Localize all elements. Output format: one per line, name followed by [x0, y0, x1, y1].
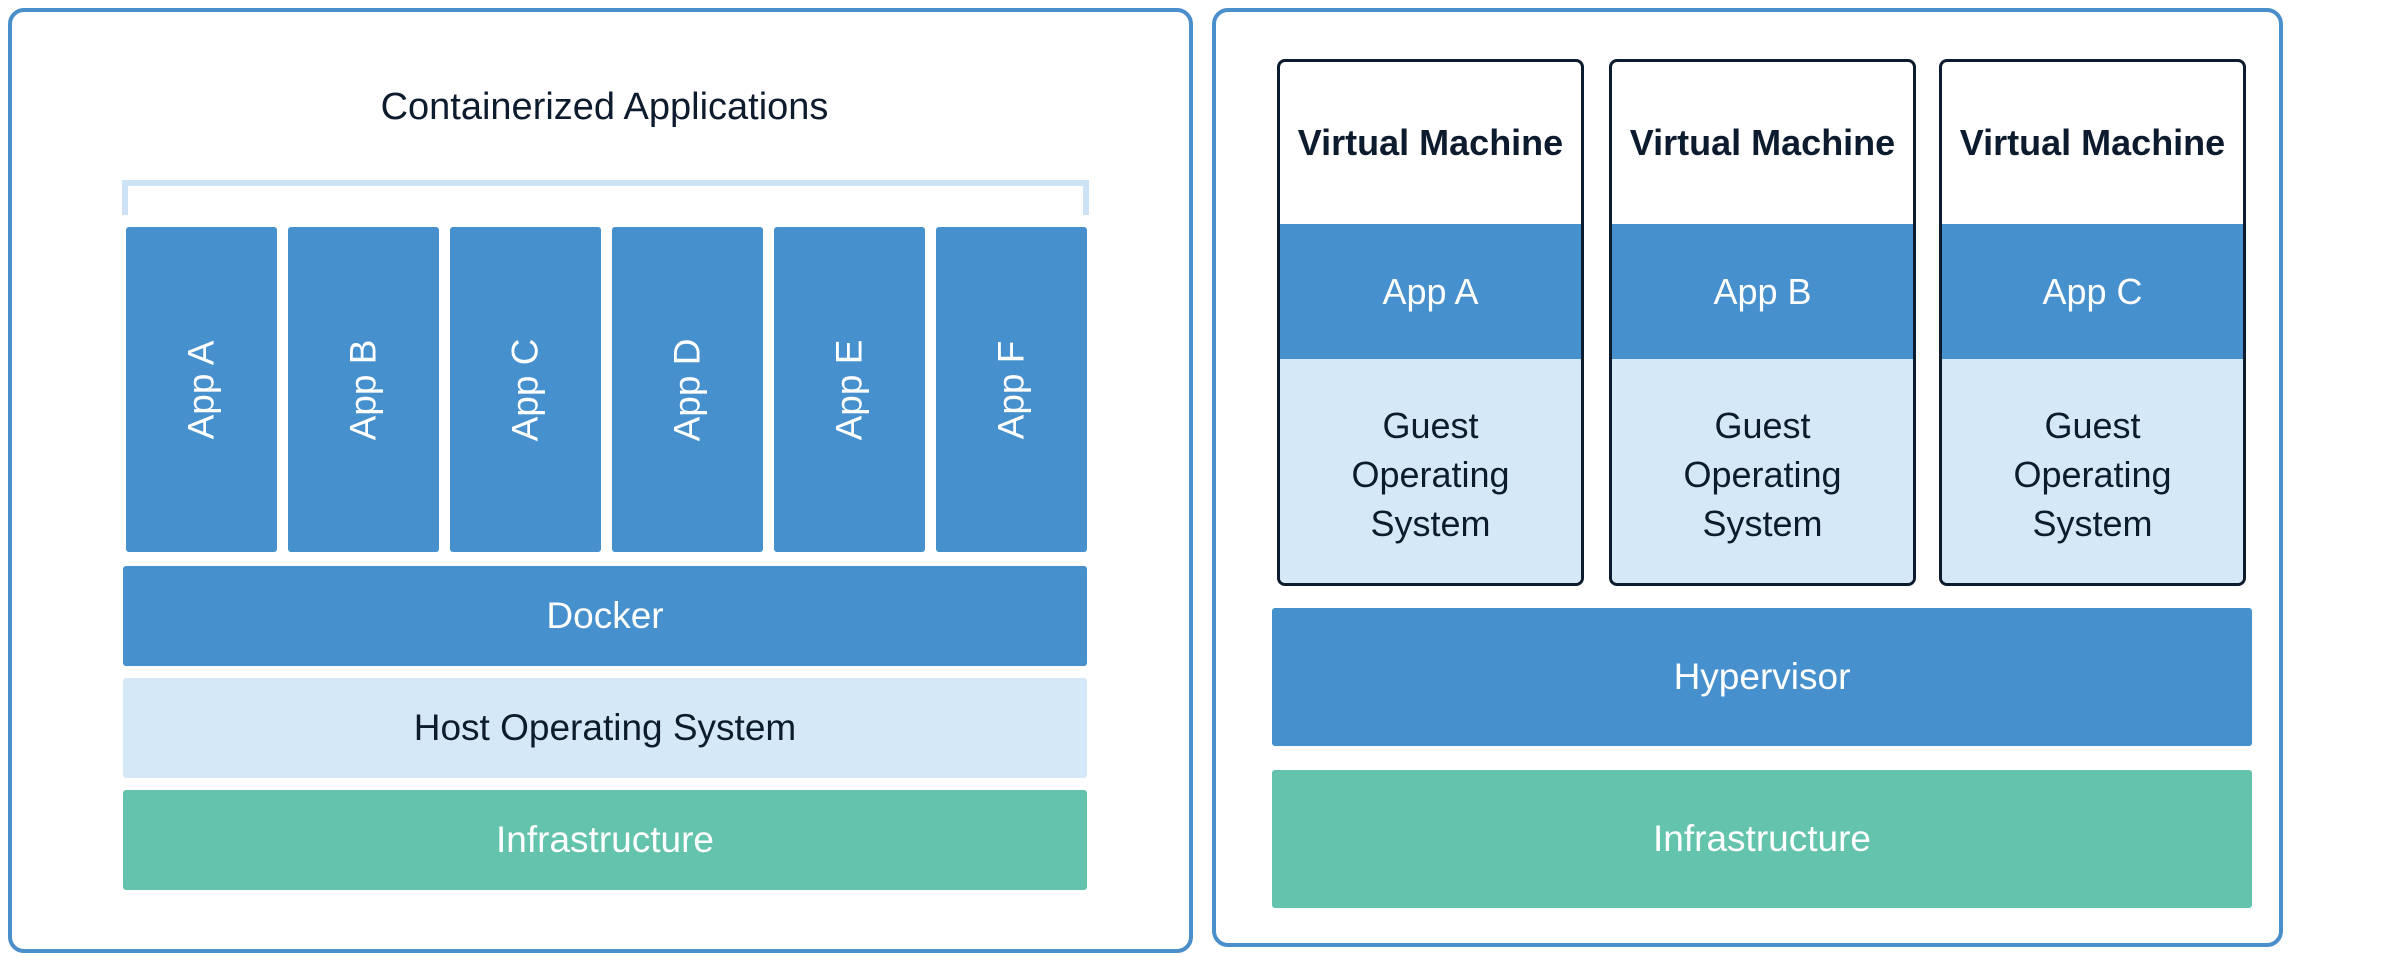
docker-layer: Docker [123, 566, 1087, 666]
guest-os: Guest Operating System [1280, 359, 1581, 583]
containers-title: Containerized Applications [380, 86, 829, 128]
hypervisor-label: Hypervisor [1673, 656, 1851, 697]
vm-title: Virtual Machine [1959, 122, 2226, 163]
guest-os: Guest Operating System [1942, 359, 2243, 583]
apps-bracket [122, 180, 1089, 215]
virtual-machine-b: Virtual Machine App B Guest Operating Sy… [1609, 59, 1916, 586]
container-app-f: App F [936, 227, 1087, 552]
container-app-a: App A [126, 227, 277, 552]
container-app-label: App C [504, 338, 546, 441]
vm-app: App C [1942, 224, 2243, 359]
container-app-label: App B [342, 339, 384, 440]
container-app-c: App C [450, 227, 601, 552]
virtual-machine-c: Virtual Machine App C Guest Operating Sy… [1939, 59, 2246, 586]
infrastructure-label: Infrastructure [1653, 818, 1871, 859]
container-app-e: App E [774, 227, 925, 552]
vm-title: Virtual Machine [1297, 122, 1564, 163]
container-app-label: App F [990, 340, 1032, 439]
containers-panel: Containerized Applications App A App B A… [8, 8, 1193, 953]
vm-app: App A [1280, 224, 1581, 359]
container-app-d: App D [612, 227, 763, 552]
container-infrastructure-layer: Infrastructure [123, 790, 1087, 890]
vm-app: App B [1612, 224, 1913, 359]
guest-os: Guest Operating System [1612, 359, 1913, 583]
container-app-b: App B [288, 227, 439, 552]
host-os-layer: Host Operating System [123, 678, 1087, 778]
host-os-label: Host Operating System [413, 707, 797, 748]
container-app-label: App A [180, 340, 222, 439]
docker-label: Docker [546, 595, 664, 636]
container-app-label: App E [828, 339, 870, 440]
vm-title: Virtual Machine [1629, 122, 1896, 163]
container-app-label: App D [666, 338, 708, 441]
vm-infrastructure-layer: Infrastructure [1272, 770, 2252, 908]
vms-panel: Virtual Machine App A Guest Operating Sy… [1212, 8, 2283, 947]
infrastructure-label: Infrastructure [496, 819, 714, 860]
virtual-machine-a: Virtual Machine App A Guest Operating Sy… [1277, 59, 1584, 586]
hypervisor-layer: Hypervisor [1272, 608, 2252, 746]
